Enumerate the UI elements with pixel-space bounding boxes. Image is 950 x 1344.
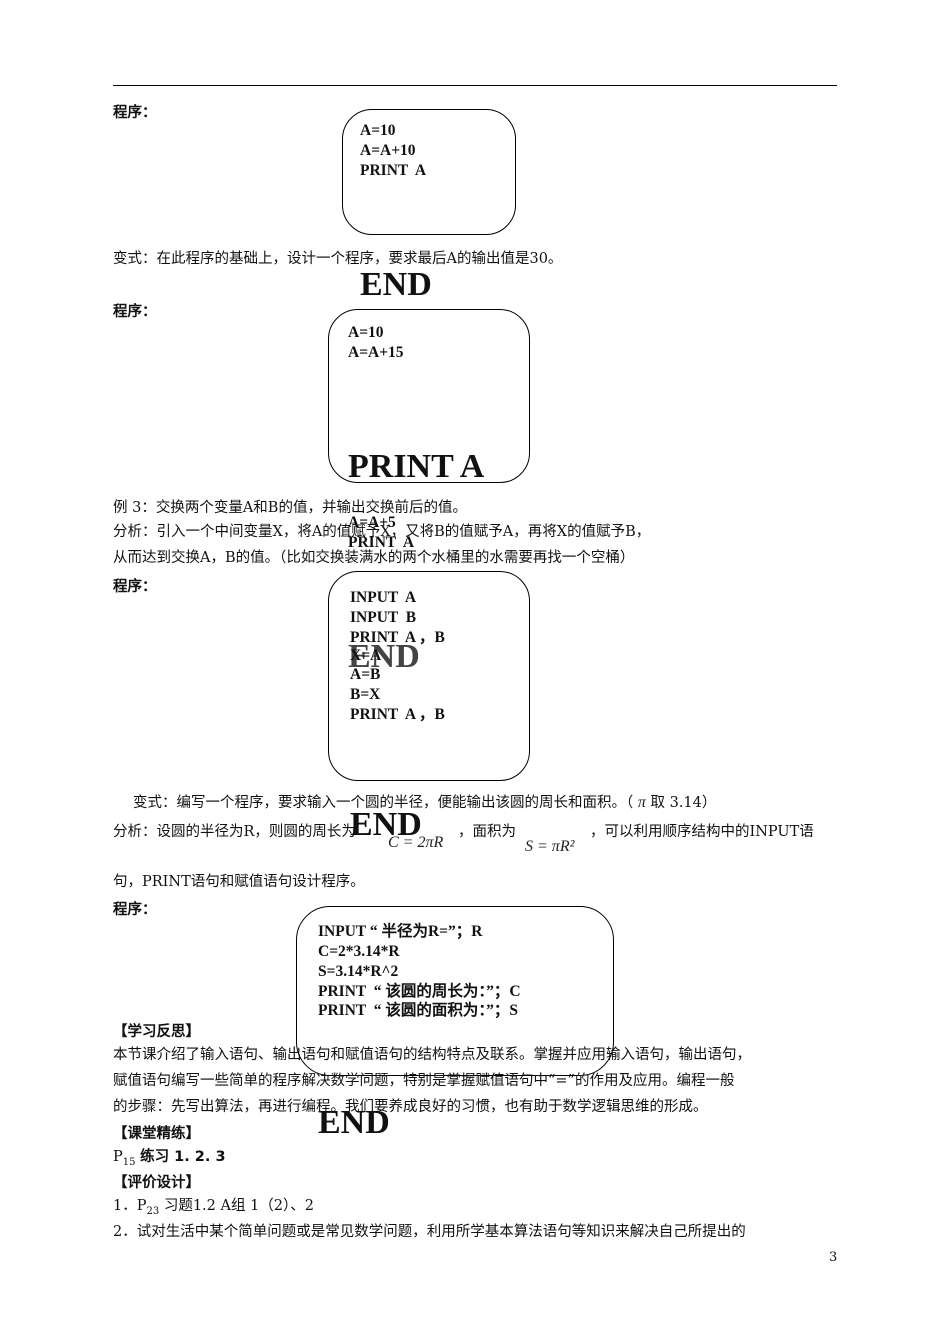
end-statement-1: END <box>360 266 432 303</box>
circumference-formula: C = 2πR <box>388 834 444 851</box>
program-label-2: 程序： <box>113 304 157 320</box>
variant-2-text: 变式：编写一个程序，要求输入一个圆的半径，便能输出该圆的周长和面积。（ <box>133 795 634 811</box>
header-rule <box>113 85 837 86</box>
evaluation-text: 习题1.2 A组 1（2）、2 <box>159 1198 315 1214</box>
variant-2-line-3: 句，PRINT语句和赋值语句设计程序。 <box>113 874 365 890</box>
example-3-analysis-1: 分析：引入一个中间变量X，将A的值赋予X，又将B的值赋予A，再将X的值赋予B， <box>113 524 651 540</box>
code-line: A=10 <box>348 324 384 341</box>
example-3-analysis-2: 从而达到交换A，B的值。（比如交换装满水的两个水桶里的水需要再找一个空桶） <box>113 550 635 566</box>
program-label-3: 程序： <box>113 579 157 595</box>
practice-items: 练习 1. 2. 3 <box>140 1149 226 1165</box>
code-line: INPUT “ 半径为R=”；R <box>318 923 483 940</box>
code-line: A=B <box>350 666 381 683</box>
code-line: INPUT B <box>350 609 417 626</box>
code-line: PRINT A ，B <box>350 706 445 723</box>
variant-2-line-2-a: 分析：设圆的半径为R，则圆的周长为 <box>113 824 356 840</box>
code-box-2 <box>328 309 530 483</box>
code-line: X=A <box>350 647 382 664</box>
code-line: A=A+15 <box>348 344 404 361</box>
area-formula: S = πR² <box>525 838 575 855</box>
code-box-1 <box>342 109 516 235</box>
evaluation-text: 1．P <box>113 1198 147 1214</box>
page-number: 3 <box>829 1250 838 1265</box>
evaluation-item-1: 1．P23 习题1.2 A组 1（2）、2 <box>113 1196 314 1222</box>
reflection-heading: 【学习反思】 <box>113 1024 200 1040</box>
code-line: A=10 <box>360 122 396 139</box>
code-line: INPUT A <box>350 589 417 606</box>
example-3-title: 例 3：交换两个变量A和B的值，并输出交换前后的值。 <box>113 500 467 516</box>
code-box-3 <box>328 571 530 781</box>
reflection-line: 的步骤：先写出算法，再进行编程。我们要养成良好的习惯，也有助于数学逻辑思维的形成… <box>113 1099 708 1115</box>
variant-2-line-1: 变式：编写一个程序，要求输入一个圆的半径，便能输出该圆的周长和面积。（ π 取 … <box>133 793 716 813</box>
code-line: A=A+10 <box>360 142 416 159</box>
end-statement-2: END <box>348 638 420 675</box>
code-line: PRINT “ 该圆的周长为：”；C <box>318 983 521 1000</box>
code-line-overflow: A=A+5 <box>348 514 396 531</box>
code-line: PRINT “ 该圆的面积为：”；S <box>318 1002 518 1019</box>
reflection-line: 赋值语句编写一些简单的程序解决数学问题，特别是掌握赋值语句中“=”的作用及应用。… <box>113 1073 735 1089</box>
program-label-4: 程序： <box>113 902 157 918</box>
practice-line: P15 练习 1. 2. 3 <box>113 1147 226 1173</box>
practice-heading: 【课堂精练】 <box>113 1126 200 1142</box>
page-ref-sub: 15 <box>122 1156 136 1168</box>
end-statement-4: END <box>318 1104 390 1141</box>
code-line-overflow: PRINT A <box>348 534 415 551</box>
code-line: PRINT A ，B <box>350 629 445 646</box>
code-line: PRINT A <box>360 162 427 179</box>
page-ref: P <box>113 1149 123 1165</box>
evaluation-item-2: 2．试对生活中某个简单问题或是常见数学问题，利用所学基本算法语句等知识来解决自己… <box>113 1224 746 1240</box>
variant-2-line-2-b: ，面积为 <box>458 824 516 840</box>
evaluation-heading: 【评价设计】 <box>113 1175 200 1191</box>
variant-2-line-2-c: ，可以利用顺序结构中的INPUT语 <box>590 824 814 840</box>
code-line: S=3.14*R^2 <box>318 963 399 980</box>
page-ref-sub: 23 <box>146 1205 160 1217</box>
print-statement-2: PRINT A <box>348 448 485 485</box>
code-line: B=X <box>350 686 381 703</box>
variant-2-text: 取 3.14） <box>650 795 717 811</box>
code-box-4 <box>296 906 614 1076</box>
end-statement-3: END <box>350 806 422 843</box>
code-line: C=2*3.14*R <box>318 943 400 960</box>
pi-symbol: π <box>637 794 646 811</box>
program-label-1: 程序： <box>113 105 157 121</box>
reflection-line: 本节课介绍了输入语句、输出语句和赋值语句的结构特点及联系。掌握并应用输入语句，输… <box>113 1047 751 1063</box>
variant-1-text: 变式：在此程序的基础上，设计一个程序，要求最后A的输出值是30。 <box>113 251 563 267</box>
